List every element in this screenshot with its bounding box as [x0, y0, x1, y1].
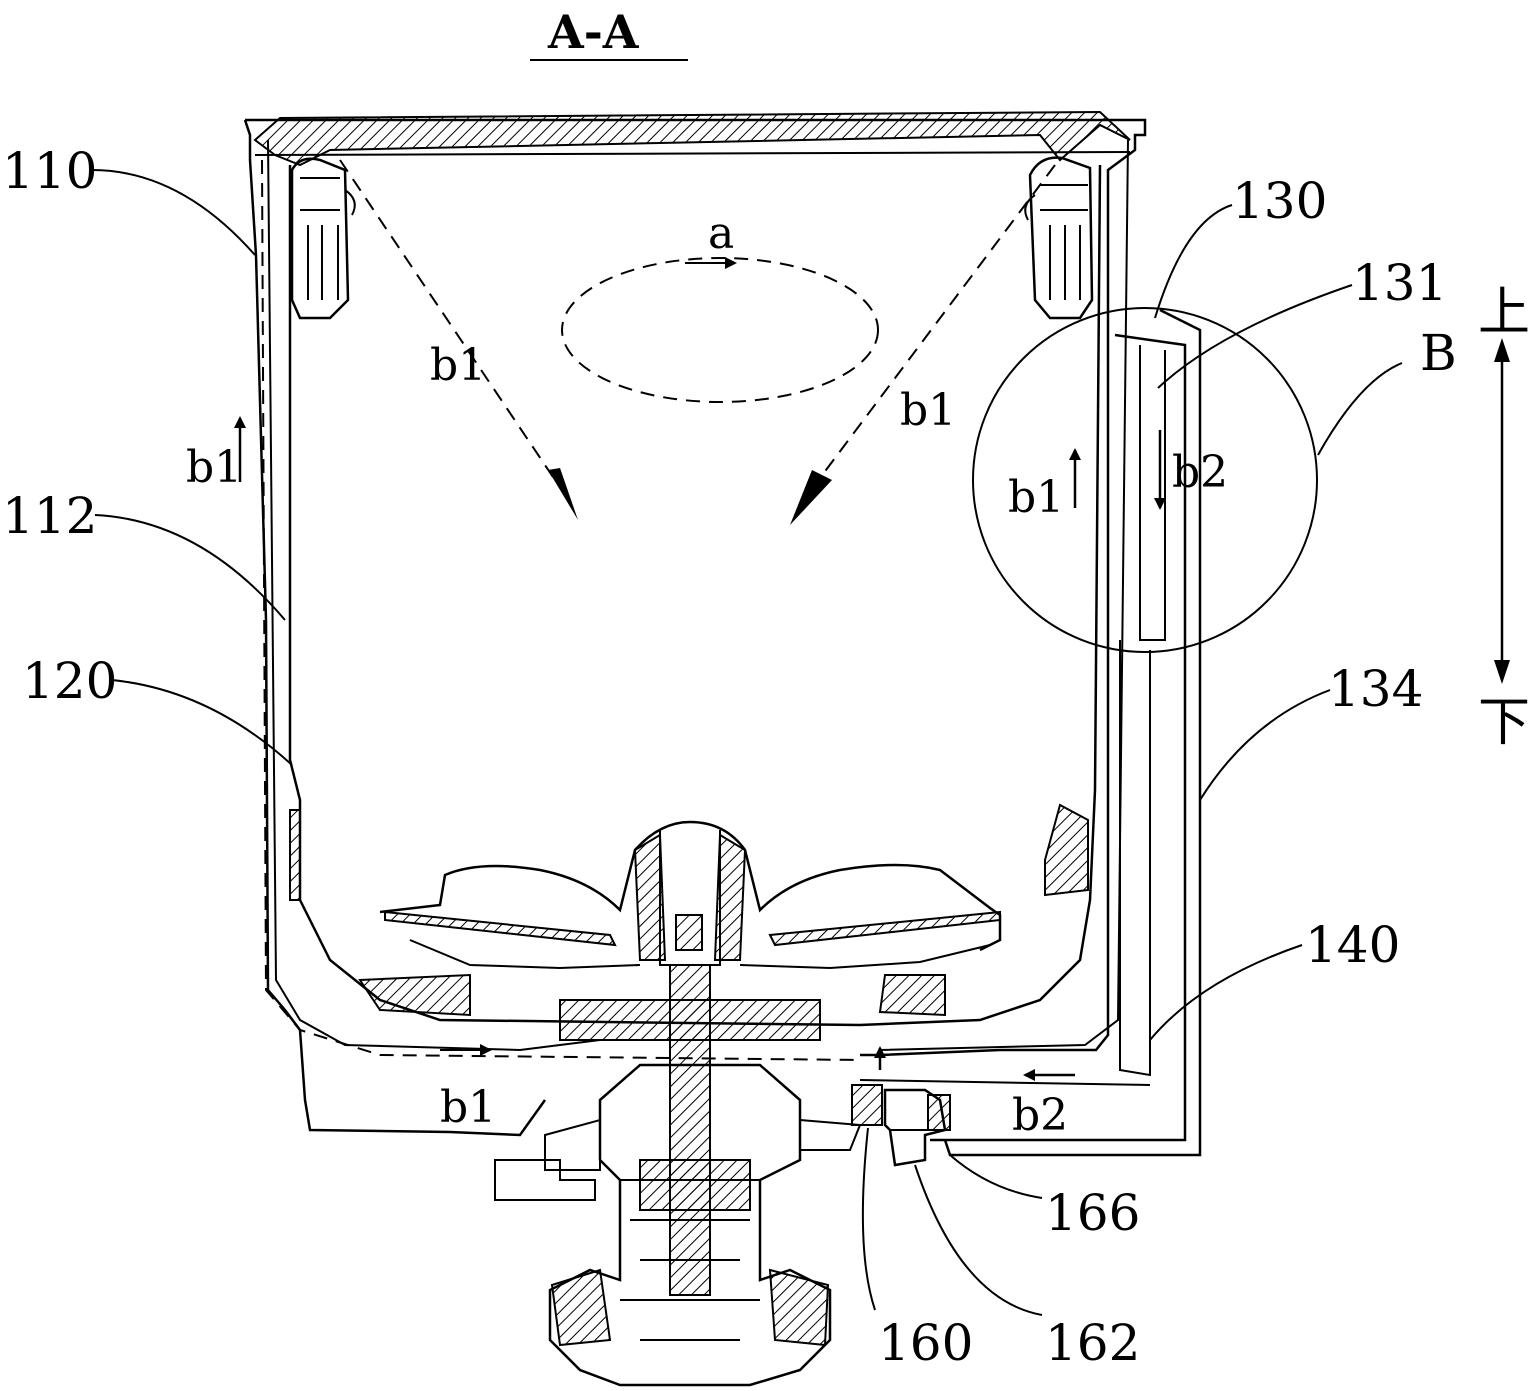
- pulsator: [379, 820, 1002, 970]
- balance-ring: [253, 110, 1131, 167]
- ref-134: 134: [1328, 660, 1423, 718]
- flow-label-b1-bottom: b1: [440, 1082, 496, 1133]
- ref-B: B: [1420, 324, 1457, 382]
- drum-bottom-flange-right: [878, 974, 946, 1017]
- inner-drum: [288, 164, 1102, 1027]
- flow-arrows: [234, 159, 1166, 1081]
- flow-label-b1-left: b1: [186, 442, 242, 493]
- direction-indicator: [1494, 338, 1510, 684]
- flow-label-a: a: [708, 208, 734, 259]
- left-wall-rib: [289, 809, 301, 901]
- flow-label-b1-top-left: b1: [430, 340, 486, 391]
- section-title: A-A: [547, 5, 640, 59]
- direction-up-label: 上: [1478, 283, 1530, 343]
- ref-140: 140: [1305, 916, 1400, 974]
- ref-166: 166: [1045, 1184, 1140, 1242]
- flow-label-b1-top-right: b1: [900, 385, 956, 436]
- left-top-handle: [290, 157, 356, 320]
- ref-130: 130: [1232, 172, 1327, 230]
- direction-down-label: 下: [1478, 693, 1530, 753]
- right-top-handle: [1024, 156, 1094, 320]
- leader-lines: [91, 169, 1403, 1316]
- circulation-pipe: [859, 307, 1318, 1157]
- ref-162: 162: [1045, 1314, 1140, 1372]
- ref-160: 160: [878, 1314, 973, 1372]
- flow-label-b2-right: b2: [1172, 447, 1228, 498]
- drive-assembly: [494, 964, 862, 1387]
- ref-112: 112: [2, 487, 97, 545]
- flow-label-b2-bottom: b2: [1012, 1090, 1068, 1141]
- ref-120: 120: [22, 652, 117, 710]
- ref-131: 131: [1352, 254, 1447, 312]
- ref-110: 110: [2, 142, 97, 200]
- outer-tub: [243, 118, 1147, 1137]
- pump-assembly: [851, 1084, 951, 1167]
- drum-bottom-flange-left: [358, 973, 471, 1017]
- right-wall-rib: [1044, 803, 1089, 897]
- flow-label-b1-right: b1: [1008, 472, 1064, 523]
